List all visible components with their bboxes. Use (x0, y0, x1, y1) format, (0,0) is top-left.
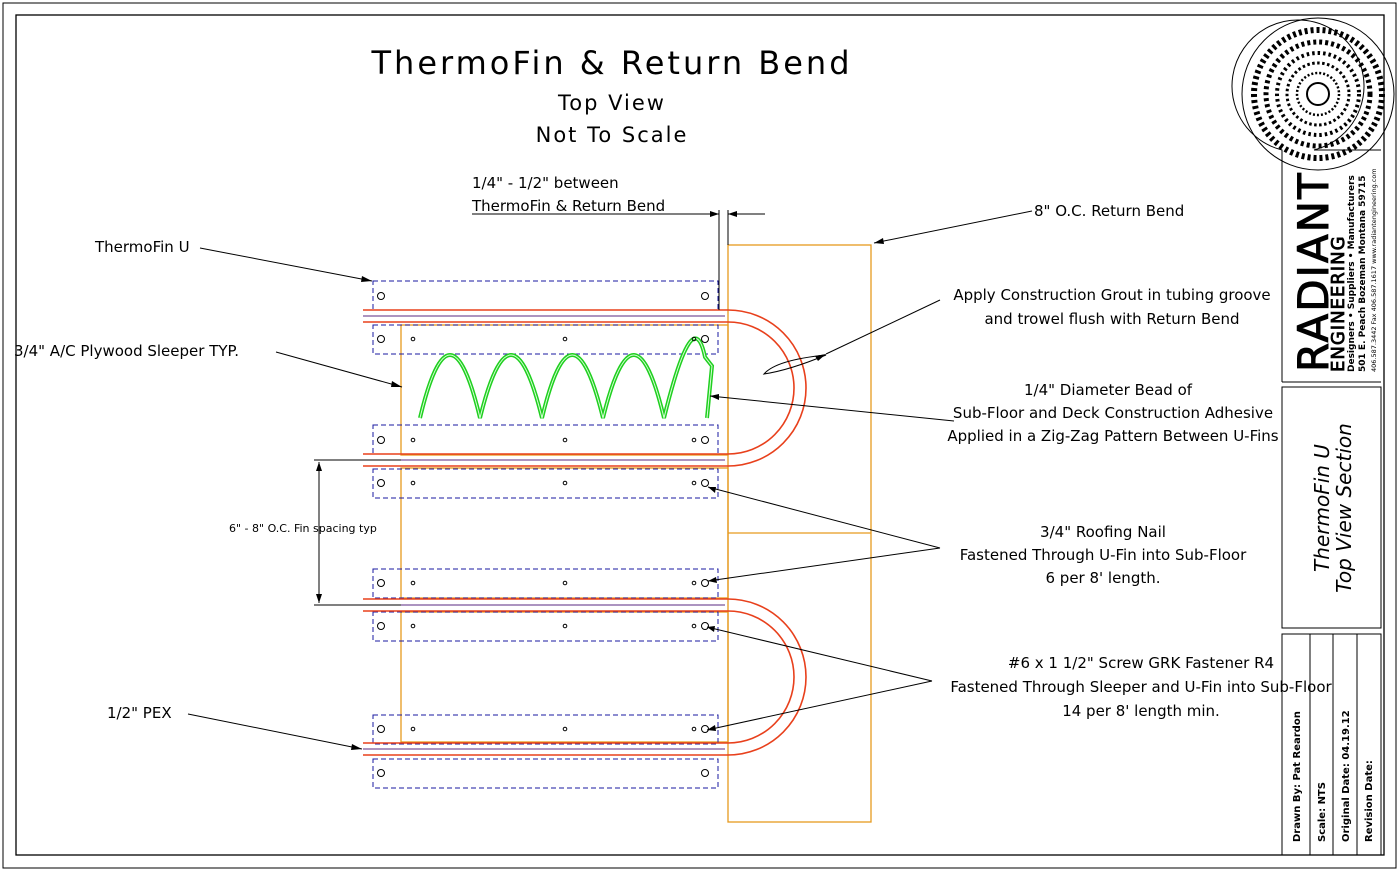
nail-label-line-2: Fastened Through U-Fin into Sub-Floor (960, 546, 1247, 564)
company-name-radiant: RADIANT (1289, 171, 1338, 372)
sheet-title-line-2: Top View Section (1332, 423, 1356, 593)
plywood-sleepers (400, 324, 729, 743)
company-name-engineering: ENGINEERING (1328, 235, 1349, 372)
gap-note-line-2: ThermoFin & Return Bend (471, 197, 665, 215)
adhesive-label-line-2: Sub-Floor and Deck Construction Adhesive (953, 404, 1273, 422)
sheet-title-line-1: ThermoFin U (1310, 444, 1334, 572)
scale-field: Scale: NTS (1317, 782, 1328, 842)
screw-label-line-3: 14 per 8' length min. (1062, 702, 1220, 720)
plywood-sleeper-label: 3/4" A/C Plywood Sleeper TYP. (14, 342, 239, 360)
drawn-by: Drawn By: Pat Reardon (1292, 711, 1303, 842)
drawing-title: ThermoFin & Return Bend (371, 44, 853, 82)
thermofin-u-label: ThermoFin U (94, 238, 190, 256)
grout-label-line-2: and trowel flush with Return Bend (984, 310, 1239, 328)
gap-dimension (472, 210, 765, 310)
fin-spacing-dimension (314, 459, 401, 606)
nail-label-line-3: 6 per 8' length. (1045, 569, 1160, 587)
screw-label-line-1: #6 x 1 1/2" Screw GRK Fastener R4 (1008, 654, 1274, 672)
return-bend-label: 8" O.C. Return Bend (1034, 202, 1184, 220)
adhesive-label-line-1: 1/4" Diameter Bead of (1024, 381, 1193, 399)
company-address: 501 E. Peach Bozeman Montana 59715 (1358, 176, 1368, 373)
company-tagline: Designers • Suppliers • Manufacturers (1347, 175, 1357, 372)
screw-points (410, 336, 697, 732)
inner-border (15, 14, 1385, 856)
drawing-subtitle-view: Top View (557, 91, 666, 115)
thermofin-u-fins (372, 280, 719, 789)
nail-label-line-1: 3/4" Roofing Nail (1040, 523, 1166, 541)
pex-label: 1/2" PEX (107, 704, 172, 722)
gap-note-line-1: 1/4" - 1/2" between (472, 174, 619, 192)
fin-spacing-label: 6" - 8" O.C. Fin spacing typ (229, 522, 377, 535)
title-block (1231, 19, 1382, 856)
revision-date: Revision Date: (1364, 760, 1375, 842)
pex-tubing (363, 309, 807, 756)
pex-centerlines (363, 315, 725, 750)
screw-label-line-2: Fastened Through Sleeper and U-Fin into … (950, 678, 1332, 696)
drawing-subtitle-scale: Not To Scale (536, 123, 689, 147)
grout-label-line-1: Apply Construction Grout in tubing groov… (953, 286, 1270, 304)
adhesive-label-line-3: Applied in a Zig-Zag Pattern Between U-F… (947, 427, 1278, 445)
adhesive-zigzag-core (419, 337, 713, 419)
return-bend-sleeper (727, 244, 872, 823)
company-contact: 406.587.3442 Fax 406.587.1617 www.radian… (1370, 168, 1378, 372)
company-logo (1241, 17, 1395, 171)
leader-arrowheads (351, 238, 884, 750)
leader-lines (187, 210, 1033, 750)
fin-holes (377, 292, 709, 777)
grout-mark (762, 354, 827, 375)
adhesive-zigzag (418, 336, 715, 419)
original-date: Original Date: 04.19.12 (1341, 710, 1352, 842)
